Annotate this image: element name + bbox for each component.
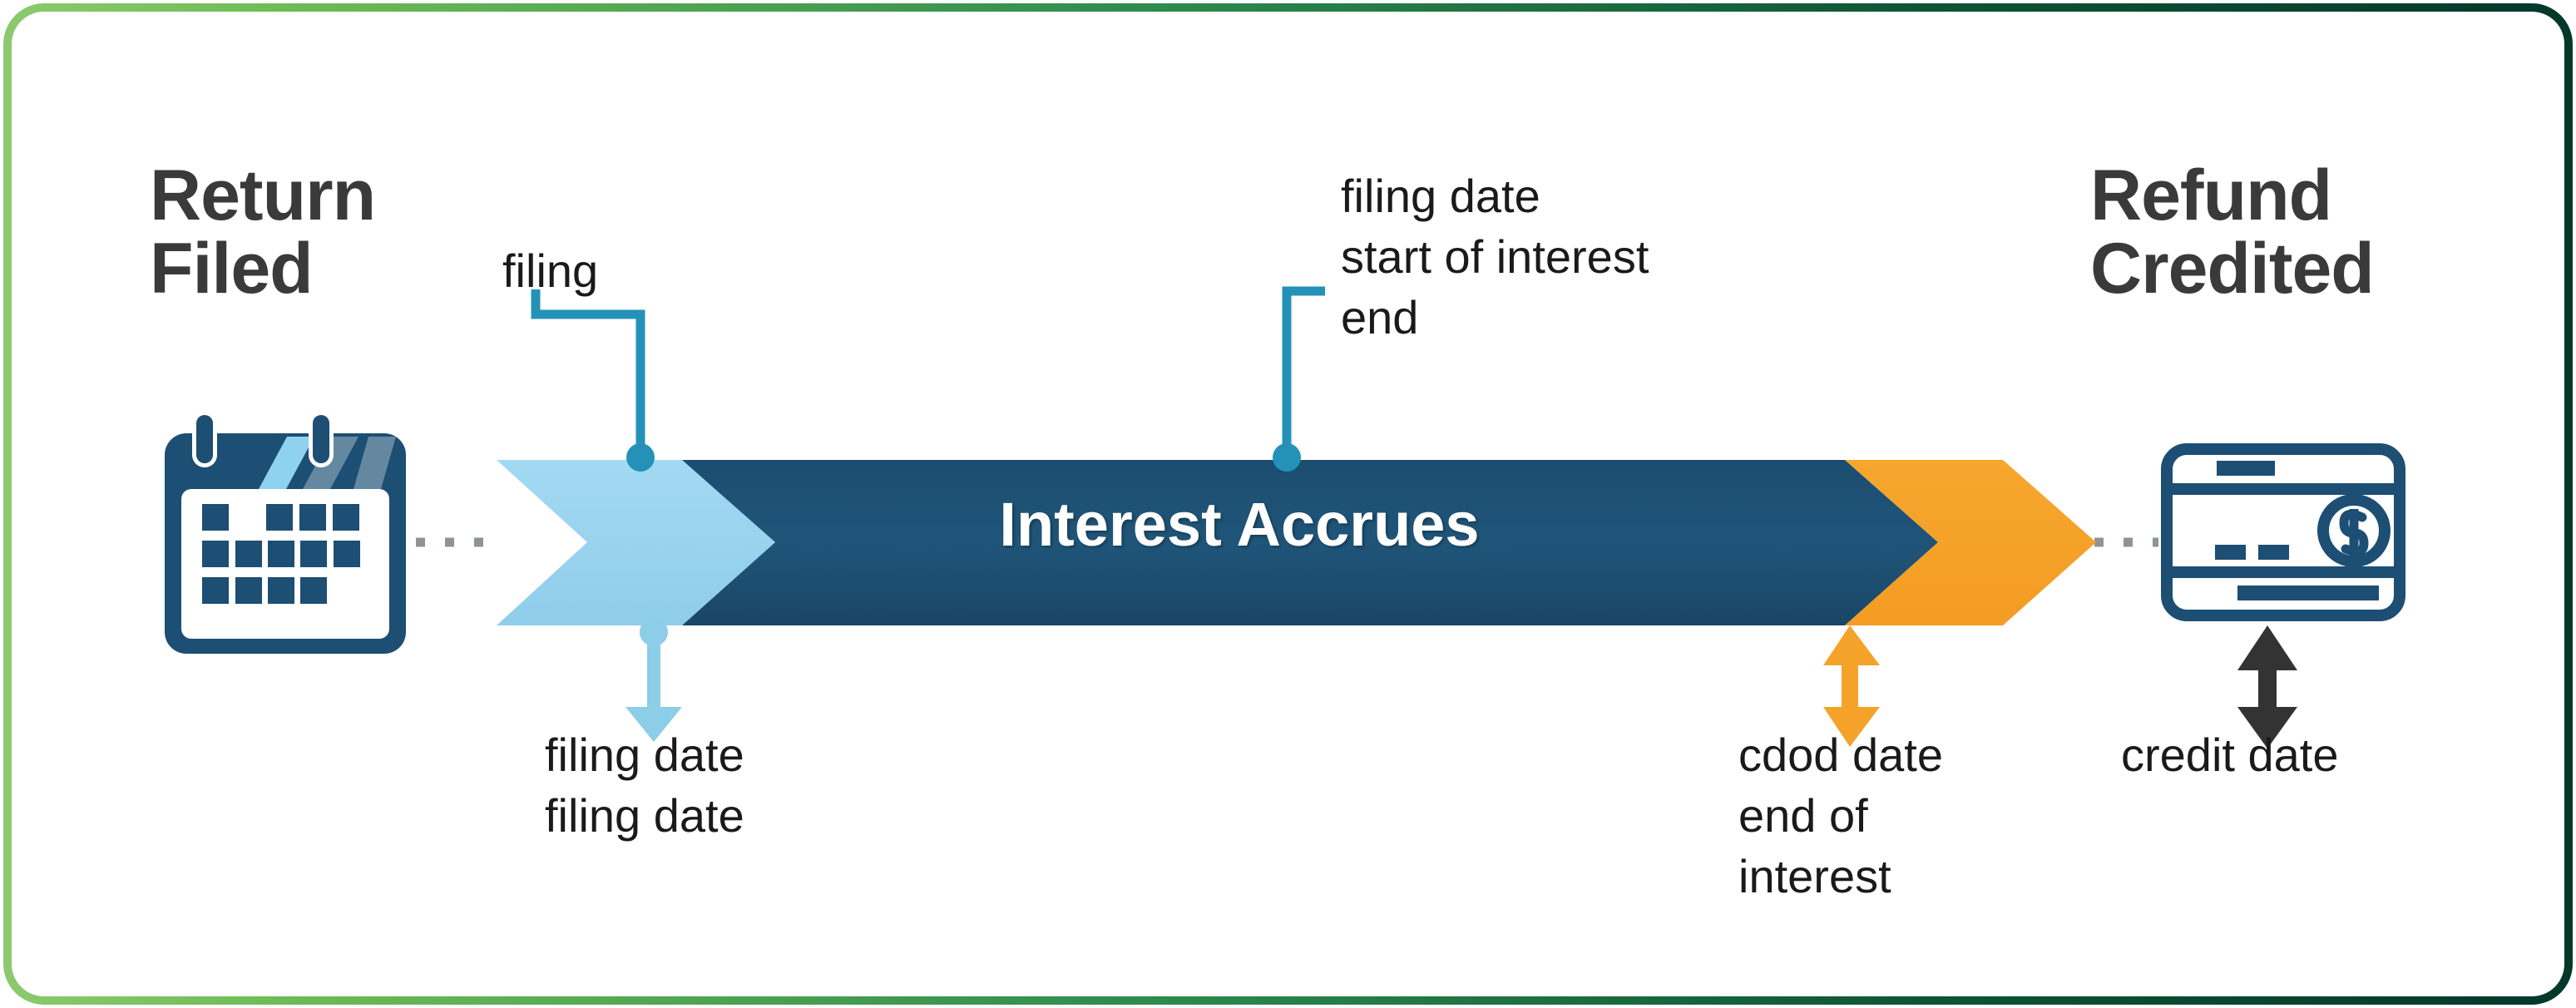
callout-filing-date-start-of-interest-end-label: filing date start of interest end: [1341, 170, 1649, 343]
interest-accrues-label: Interest Accrues: [999, 490, 1480, 559]
page-title-left: Return Filed: [150, 156, 376, 309]
page-title-right: Refund Credited: [2090, 156, 2375, 309]
connector-filing: [531, 289, 655, 472]
callout-cdod-date-label: cdod date end of interest: [1738, 729, 1943, 902]
calendar-icon: [165, 411, 406, 654]
arrow-credit-date: [2237, 625, 2297, 749]
callout-filing-label: filing: [502, 245, 599, 297]
credit-card-icon: [2161, 443, 2405, 621]
chevron-start: [497, 460, 775, 625]
arrow-cdod-date: [1823, 625, 1880, 747]
connector-interest-start: [1273, 286, 1325, 472]
interest-bar: [682, 460, 1938, 625]
arrow-filing-date: [625, 618, 682, 742]
callout-credit-date-label: credit date: [2121, 729, 2339, 781]
callout-filing-date-label: filing date filing date: [545, 729, 744, 842]
chevron-end: [1845, 460, 2096, 625]
